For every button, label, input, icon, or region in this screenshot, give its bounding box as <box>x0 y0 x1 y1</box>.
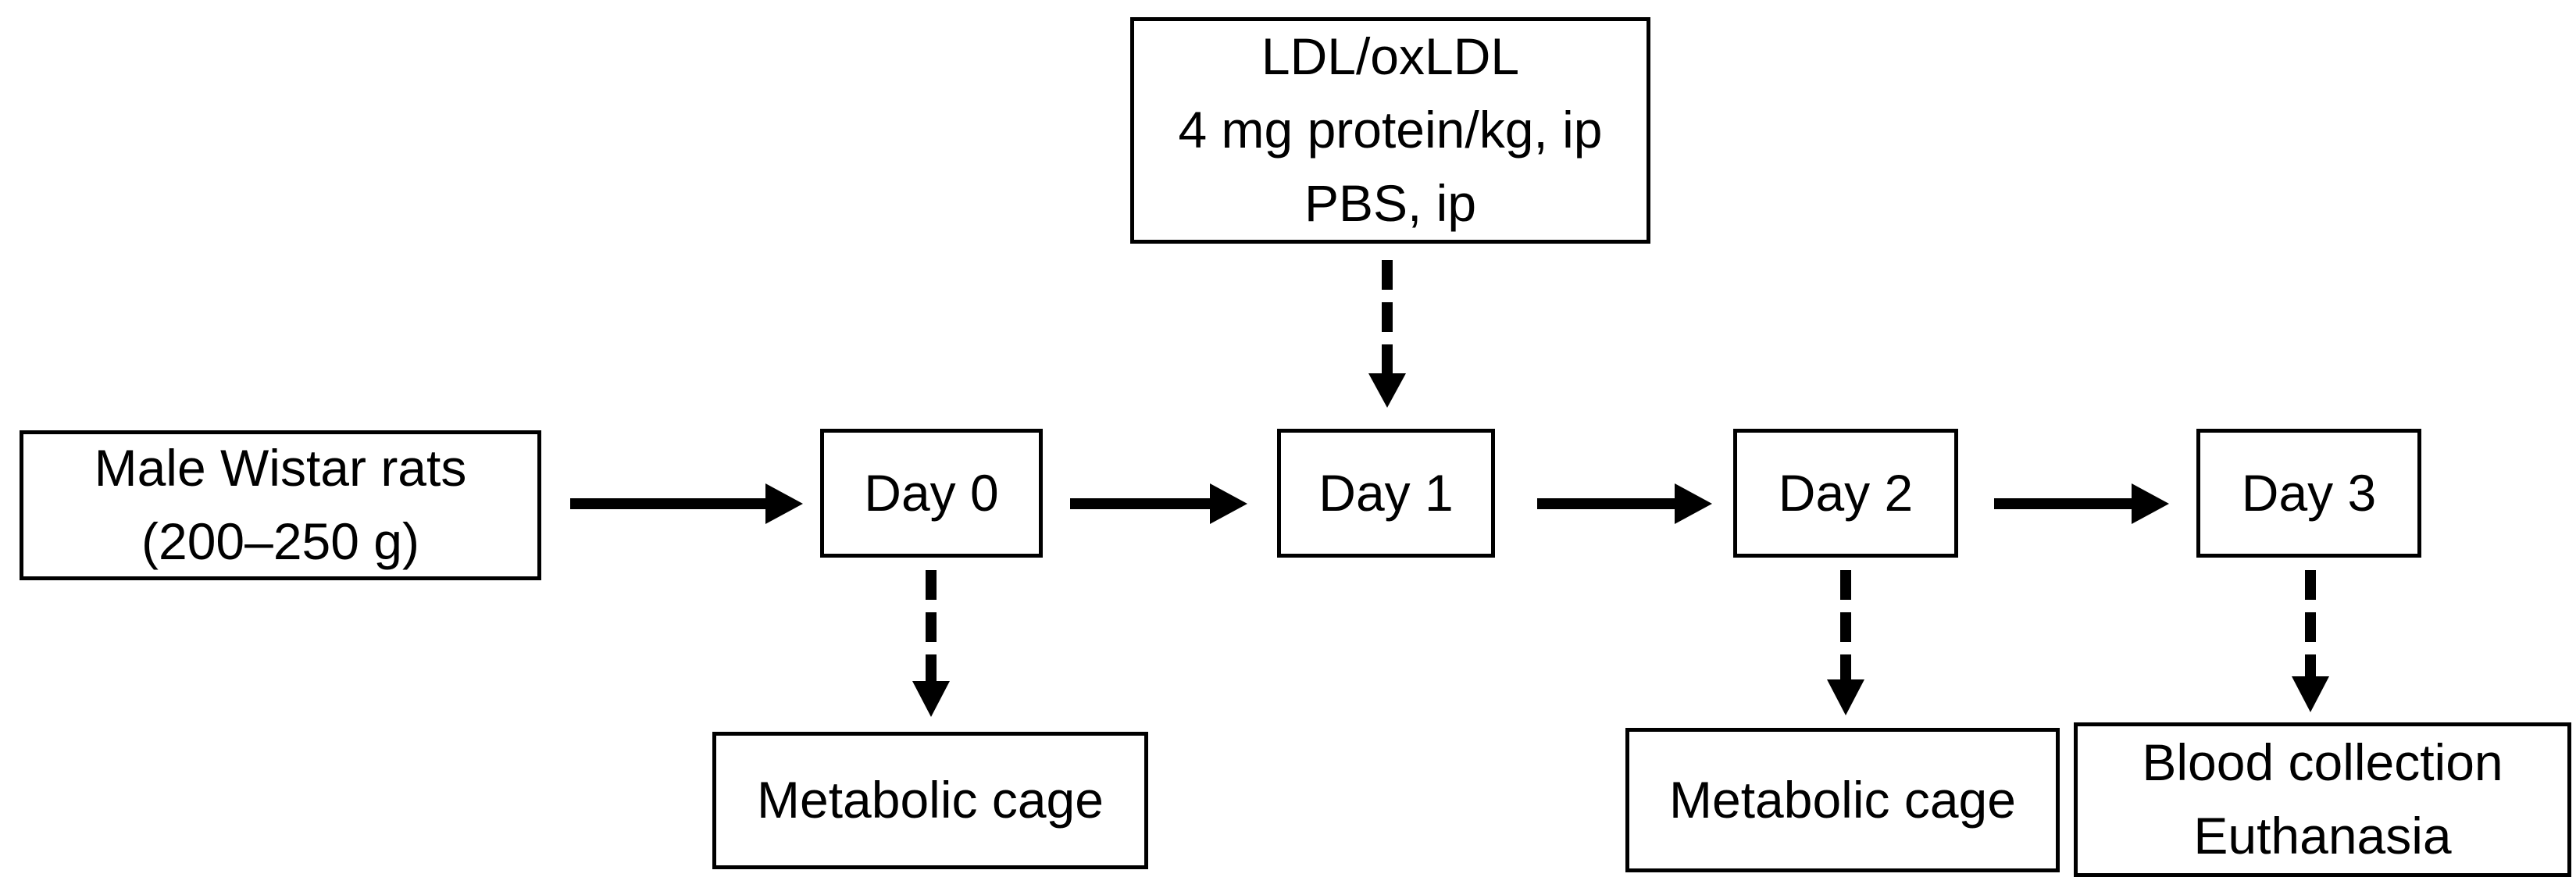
node-injection-box: LDL/oxLDL 4 mg protein/kg, ip PBS, ip <box>1130 17 1650 244</box>
injection-line-3: PBS, ip <box>1304 173 1477 232</box>
arrow-day3-to-endpoint <box>2292 570 2329 712</box>
subjects-line-1: Male Wistar rats <box>94 439 467 497</box>
node-subjects-box: Male Wistar rats (200–250 g) <box>20 430 541 580</box>
metabolic-cage-2-label: Metabolic cage <box>1669 770 2016 829</box>
metabolic-cage-1-label: Metabolic cage <box>757 771 1104 829</box>
endpoint-line-1: Blood collection <box>2142 733 2503 792</box>
day1-label: Day 1 <box>1318 463 1454 522</box>
injection-line-1: LDL/oxLDL <box>1261 27 1520 86</box>
arrow-day1-to-day2 <box>1537 483 1712 524</box>
node-endpoint-box: Blood collection Euthanasia <box>2074 722 2571 877</box>
day3-label: Day 3 <box>2241 463 2377 522</box>
arrow-subjects-to-day0 <box>570 483 803 524</box>
day2-label: Day 2 <box>1778 463 1914 522</box>
node-day3-box: Day 3 <box>2196 429 2421 558</box>
arrow-day0-to-day1 <box>1070 483 1247 524</box>
arrow-day2-to-day3 <box>1994 483 2169 524</box>
node-day0-box: Day 0 <box>820 429 1043 558</box>
arrow-day0-to-cage1 <box>912 570 950 717</box>
arrow-injection-to-day1 <box>1368 260 1406 408</box>
node-day1-box: Day 1 <box>1277 429 1495 558</box>
subjects-line-2: (200–250 g) <box>141 512 419 570</box>
injection-line-2: 4 mg protein/kg, ip <box>1178 101 1603 159</box>
endpoint-line-2: Euthanasia <box>2193 807 2452 865</box>
node-metabolic-cage-2-box: Metabolic cage <box>1625 728 2060 872</box>
node-metabolic-cage-1-box: Metabolic cage <box>712 732 1148 869</box>
day0-label: Day 0 <box>864 463 999 522</box>
node-day2-box: Day 2 <box>1733 429 1958 558</box>
arrow-day2-to-cage2 <box>1827 570 1864 715</box>
